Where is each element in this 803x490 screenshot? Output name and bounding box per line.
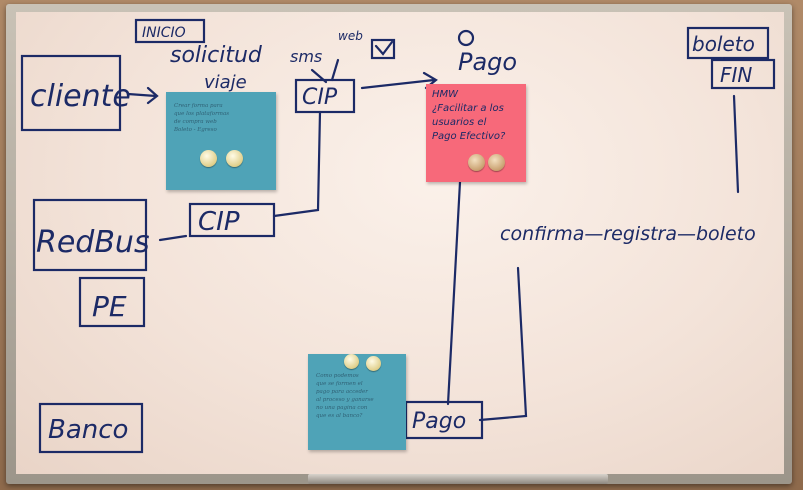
- pago-circle: [457, 29, 475, 47]
- checkbox-box: [370, 38, 396, 60]
- boleto-box: [686, 26, 770, 60]
- cliente-label: cliente: [30, 79, 131, 114]
- redbus-label: RedBus: [36, 225, 150, 260]
- magnet: [366, 356, 381, 371]
- line-confirma-pago: [478, 266, 528, 422]
- inicio-box: [134, 18, 206, 44]
- magnet: [226, 150, 243, 167]
- line-cip-cip: [272, 110, 322, 218]
- sticky-note-blue-top-text: Crear forma para que los plataformas de …: [174, 103, 230, 133]
- cip-mid-box: [188, 202, 276, 238]
- cip-top-box: [294, 78, 356, 114]
- magnet: [468, 154, 485, 171]
- line-redbus-cip: [158, 234, 188, 242]
- cliente-box: [20, 54, 122, 132]
- magnet: [200, 150, 217, 167]
- fin-box: [710, 58, 776, 90]
- boleto-box-label: boleto: [692, 32, 755, 56]
- magnet: [488, 154, 505, 171]
- web-label: web: [338, 29, 363, 43]
- sticky-note-blue-top: Crear forma para que los plataformas de …: [166, 92, 276, 190]
- banco-box: [38, 402, 144, 454]
- pago-bottom-box: [404, 400, 484, 440]
- viaje-label: viaje: [204, 72, 247, 93]
- flow-label: confirma—registra—boleto: [500, 223, 756, 245]
- sticky-note-pink-text: HMW ¿Facilitar a los usuarios el Pago Ef…: [432, 89, 506, 142]
- cip-top-label: CIP: [302, 85, 338, 110]
- pago-top-label: Pago: [458, 48, 517, 76]
- sticky-note-blue-bottom: Como podemos que se formen el pago para …: [308, 354, 406, 450]
- line-fin-boleto: [732, 94, 740, 194]
- line-pago-pago: [446, 180, 462, 406]
- pe-label: PE: [92, 290, 127, 323]
- pe-box: [78, 276, 146, 328]
- solicitud-label: solicitud: [170, 43, 263, 68]
- arrow-cip-pago: [360, 71, 438, 90]
- sticky-note-blue-bottom-text: Como podemos que se formen el pago para …: [316, 373, 374, 419]
- marker-tray: [308, 474, 608, 484]
- banco-label: Banco: [48, 415, 128, 445]
- sms-label: sms: [290, 47, 322, 66]
- redbus-box: [32, 198, 148, 272]
- arrow-cliente-solicitud: [126, 86, 159, 105]
- pago-bottom-label: Pago: [412, 409, 466, 434]
- fin-label: FIN: [720, 63, 752, 87]
- inicio-label: INICIO: [142, 25, 186, 41]
- check-mark: [374, 40, 394, 56]
- magnet: [344, 354, 359, 369]
- cip-mid-label: CIP: [198, 207, 240, 237]
